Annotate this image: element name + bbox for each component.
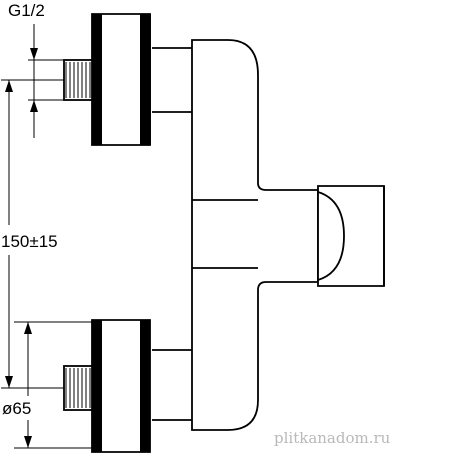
thread-dimension [28, 24, 68, 138]
center-distance-dimension [1, 79, 66, 389]
diameter-dimension [14, 321, 96, 449]
handle [317, 185, 385, 287]
center-distance-label: 150±15 [1, 232, 58, 251]
thread-size-label: G1/2 [8, 1, 45, 20]
top-connector [63, 13, 151, 146]
top-thread-lines [65, 62, 91, 98]
diameter-label: ø65 [2, 399, 31, 418]
bottom-thread-lines [65, 368, 91, 408]
mixer-body [152, 39, 319, 431]
bottom-connector [63, 319, 151, 453]
watermark-text: plitkanadom.ru [274, 429, 391, 447]
